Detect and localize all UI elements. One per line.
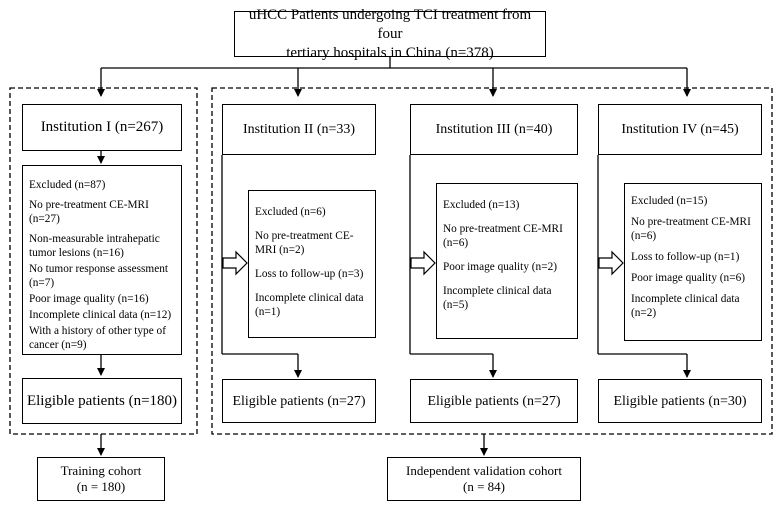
total-patients-line2: tertiary hospitals in China (n=378) [286, 44, 494, 61]
exclusion-item: Incomplete clinical data (n=12) [29, 309, 172, 321]
institution-1-eligible-box: Eligible patients (n=180) [22, 378, 182, 424]
exclusion-item: Excluded (n=87) [29, 179, 106, 191]
validation-cohort-title: Independent validation cohort [406, 463, 562, 478]
institution-2-box: Institution II (n=33) [222, 104, 376, 155]
exclusion-item: Incomplete clinical data (n=5) [443, 285, 552, 311]
exclusion-item: No pre-treatment CE-MRI (n=6) [631, 216, 751, 242]
exclusion-item: Incomplete clinical data (n=2) [631, 293, 740, 319]
exclusion-item: Poor image quality (n=6) [631, 272, 745, 284]
institution-3-eligible-box: Eligible patients (n=27) [410, 379, 578, 423]
total-patients-box: uHCC Patients undergoing TCI treatment f… [234, 7, 546, 61]
institution-1-title: Institution I (n=267) [40, 119, 164, 135]
training-cohort-title: Training cohort [60, 463, 142, 478]
institution-1-exclusion-box: Excluded (n=87) No pre-treatment CE-MRI … [22, 165, 182, 355]
institution-3-box: Institution III (n=40) [410, 104, 578, 155]
exclusion-item: Non-measurable intrahepatic tumor lesion… [29, 233, 160, 259]
institution-4-eligible: Eligible patients (n=30) [613, 393, 747, 409]
exclusion-item: Loss to follow-up (n=3) [255, 268, 364, 280]
institution-3-eligible: Eligible patients (n=27) [427, 393, 561, 409]
exclusion-item: Incomplete clinical data (n=1) [255, 292, 364, 318]
institution-1-box: Institution I (n=267) [22, 104, 182, 151]
exclusion-item: No pre-treatment CE-MRI (n=2) [255, 230, 354, 256]
exclusion-item: Excluded (n=13) [443, 199, 520, 211]
exclusion-item: Poor image quality (n=16) [29, 293, 149, 305]
institution-2-eligible: Eligible patients (n=27) [232, 393, 366, 409]
exclusion-item: No pre-treatment CE-MRI (n=6) [443, 223, 563, 249]
institution-4-title: Institution IV (n=45) [621, 122, 739, 137]
institution-2-title: Institution II (n=33) [242, 122, 356, 137]
validation-cohort-count: (n = 84) [463, 479, 505, 494]
training-cohort-box: Training cohort (n = 180) [37, 457, 165, 501]
validation-cohort-box: Independent validation cohort (n = 84) [387, 457, 581, 501]
exclusion-item: Excluded (n=15) [631, 195, 708, 207]
exclusion-item: Loss to follow-up (n=1) [631, 251, 740, 263]
institution-4-exclusion-box: Excluded (n=15) No pre-treatment CE-MRI … [624, 183, 762, 341]
institution-2-eligible-box: Eligible patients (n=27) [222, 379, 376, 423]
exclusion-item: No pre-treatment CE-MRI (n=27) [29, 199, 149, 225]
institution-4-eligible-box: Eligible patients (n=30) [598, 379, 762, 423]
institution-1-eligible: Eligible patients (n=180) [26, 392, 178, 409]
institution-4-box: Institution IV (n=45) [598, 104, 762, 155]
training-cohort-count: (n = 180) [76, 479, 126, 494]
total-patients-line1: uHCC Patients undergoing TCI treatment f… [248, 6, 532, 42]
institution-3-title: Institution III (n=40) [435, 122, 553, 137]
exclusion-item: With a history of other type of cancer (… [29, 325, 166, 351]
exclusion-item: Poor image quality (n=2) [443, 261, 557, 273]
institution-3-exclusion-box: Excluded (n=13) No pre-treatment CE-MRI … [436, 183, 578, 339]
exclusion-item: Excluded (n=6) [255, 206, 326, 218]
institution-2-exclusion-box: Excluded (n=6) No pre-treatment CE-MRI (… [248, 190, 376, 338]
exclusion-item: No tumor response assessment (n=7) [29, 263, 168, 289]
